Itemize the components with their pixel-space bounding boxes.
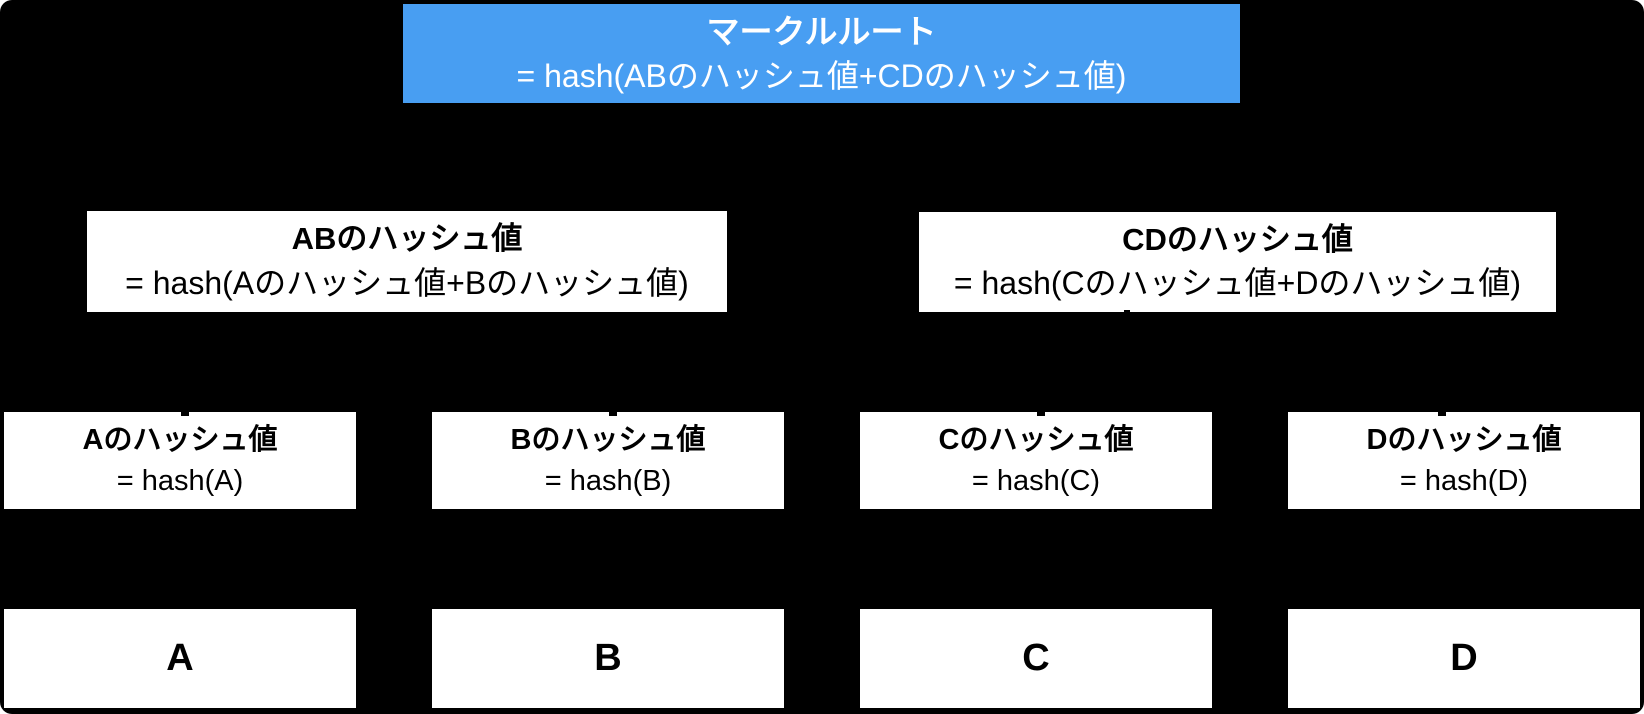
hash-b-label: Bのハッシュ値 bbox=[510, 424, 706, 457]
node-hash-a: Aのハッシュ値 = hash(A) bbox=[4, 412, 356, 509]
node-hash-cd: CDのハッシュ値 = hash(Cのハッシュ値+Dのハッシュ値) bbox=[919, 212, 1556, 312]
hash-ab-label: ABのハッシュ値 bbox=[291, 221, 523, 257]
node-hash-ab: ABのハッシュ値 = hash(Aのハッシュ値+Bのハッシュ値) bbox=[87, 211, 727, 312]
connector-arrow-tip-icon bbox=[181, 412, 189, 416]
hash-c-formula: = hash(C) bbox=[971, 464, 1101, 497]
node-hash-d: Dのハッシュ値 = hash(D) bbox=[1288, 412, 1640, 509]
hash-a-label: Aのハッシュ値 bbox=[82, 424, 278, 457]
hash-d-formula: = hash(D) bbox=[1399, 464, 1529, 497]
data-b-label: B bbox=[594, 637, 622, 680]
hash-cd-label: CDのハッシュ値 bbox=[1122, 221, 1353, 257]
connector-arrow-tip-icon bbox=[1037, 412, 1045, 416]
hash-a-formula: = hash(A) bbox=[116, 464, 244, 497]
node-merkle-root: マークルルート = hash(ABのハッシュ値+CDのハッシュ値) bbox=[403, 4, 1240, 103]
connector-arrow-tip-icon bbox=[609, 412, 617, 416]
merkle-root-formula: = hash(ABのハッシュ値+CDのハッシュ値) bbox=[516, 58, 1127, 95]
connector-arrow-tip-icon bbox=[1438, 412, 1446, 416]
node-hash-c: Cのハッシュ値 = hash(C) bbox=[860, 412, 1212, 509]
hash-ab-formula: = hash(Aのハッシュ値+Bのハッシュ値) bbox=[125, 264, 689, 301]
node-hash-b: Bのハッシュ値 = hash(B) bbox=[432, 412, 784, 509]
node-data-a: A bbox=[4, 609, 356, 708]
hash-c-label: Cのハッシュ値 bbox=[938, 424, 1134, 457]
connector-arrow-tip-icon bbox=[1124, 310, 1130, 316]
node-data-c: C bbox=[860, 609, 1212, 708]
node-data-d: D bbox=[1288, 609, 1640, 708]
data-c-label: C bbox=[1022, 637, 1050, 680]
data-a-label: A bbox=[166, 637, 194, 680]
merkle-root-label: マークルルート bbox=[706, 12, 937, 50]
data-d-label: D bbox=[1450, 637, 1478, 680]
hash-d-label: Dのハッシュ値 bbox=[1366, 424, 1562, 457]
hash-cd-formula: = hash(Cのハッシュ値+Dのハッシュ値) bbox=[953, 265, 1522, 302]
node-data-b: B bbox=[432, 609, 784, 708]
hash-b-formula: = hash(B) bbox=[544, 464, 672, 497]
